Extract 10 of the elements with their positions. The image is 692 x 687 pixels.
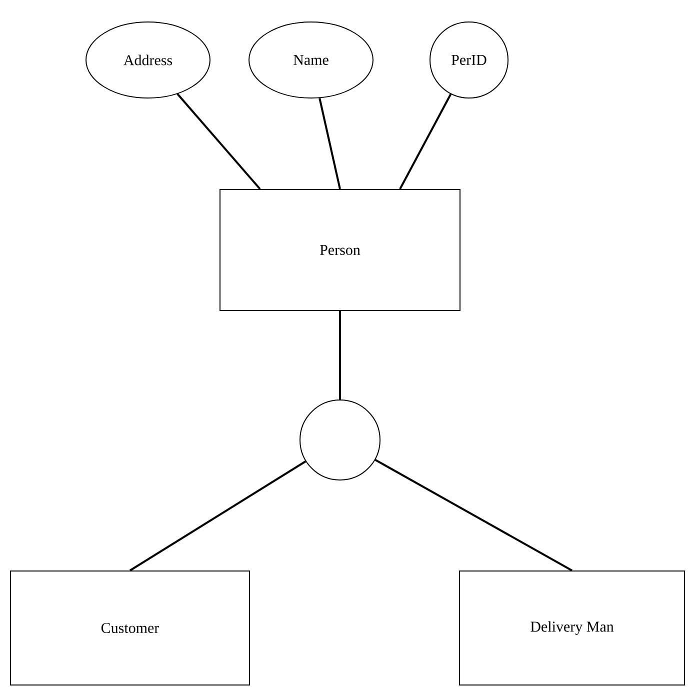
connector-line bbox=[176, 93, 261, 190]
connector-line bbox=[318, 98, 341, 190]
connector-line bbox=[129, 460, 306, 572]
connector-line bbox=[374, 458, 572, 572]
entity-box: Delivery Man bbox=[459, 570, 686, 686]
specialization-circle bbox=[300, 400, 380, 480]
entity-box: Person bbox=[220, 189, 460, 311]
connector-line bbox=[399, 94, 452, 190]
entity-box: Customer bbox=[10, 570, 250, 686]
connector-line bbox=[339, 311, 341, 400]
